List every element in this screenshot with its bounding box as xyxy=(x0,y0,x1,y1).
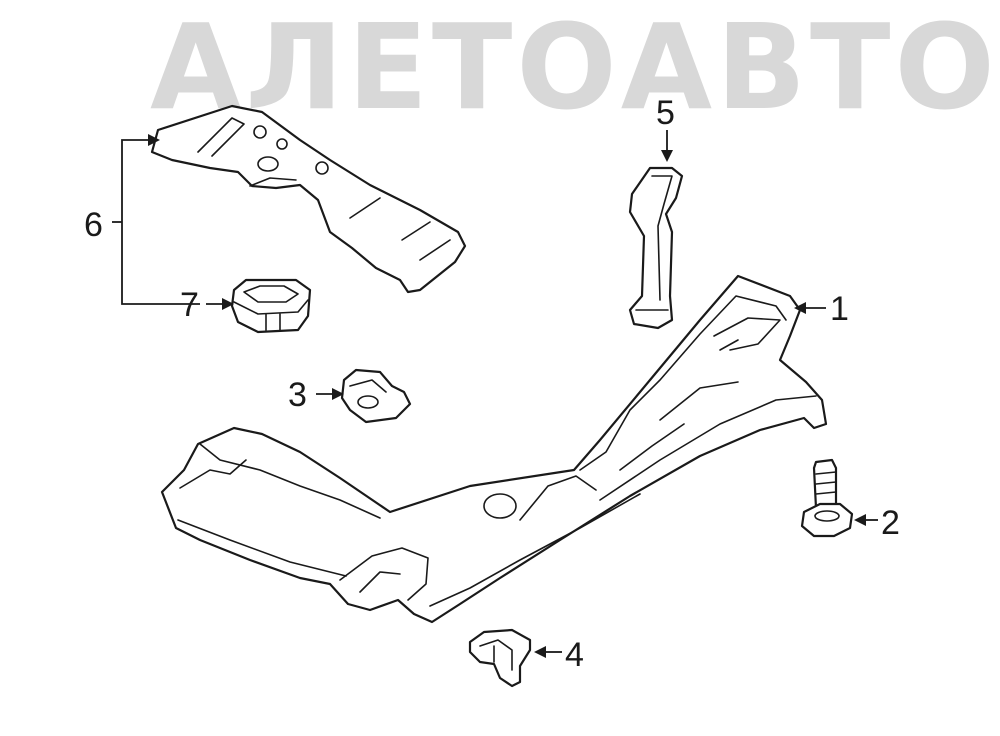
callout-5: 5 xyxy=(656,94,675,132)
callout-4: 4 xyxy=(565,636,584,674)
part-3-clip xyxy=(340,368,412,424)
part-2-bolt xyxy=(800,458,854,538)
watermark-logo: АЛЕТОАВТО xyxy=(150,0,999,136)
part-1-crossmember xyxy=(160,274,828,624)
part-7-nut xyxy=(230,278,312,334)
callout-6: 6 xyxy=(84,206,103,244)
watermark-text: АЛЕТОАВТО xyxy=(150,0,999,136)
part-5-bracket xyxy=(628,166,684,330)
leader-lines xyxy=(112,130,878,658)
callout-7: 7 xyxy=(180,286,199,324)
part-4-push-clip xyxy=(468,628,532,688)
callout-3: 3 xyxy=(288,376,307,414)
callout-2: 2 xyxy=(881,504,900,542)
part-6-bracket xyxy=(150,104,467,294)
callout-1: 1 xyxy=(830,290,849,328)
callout-labels: 1 2 3 4 5 6 7 xyxy=(84,94,900,674)
